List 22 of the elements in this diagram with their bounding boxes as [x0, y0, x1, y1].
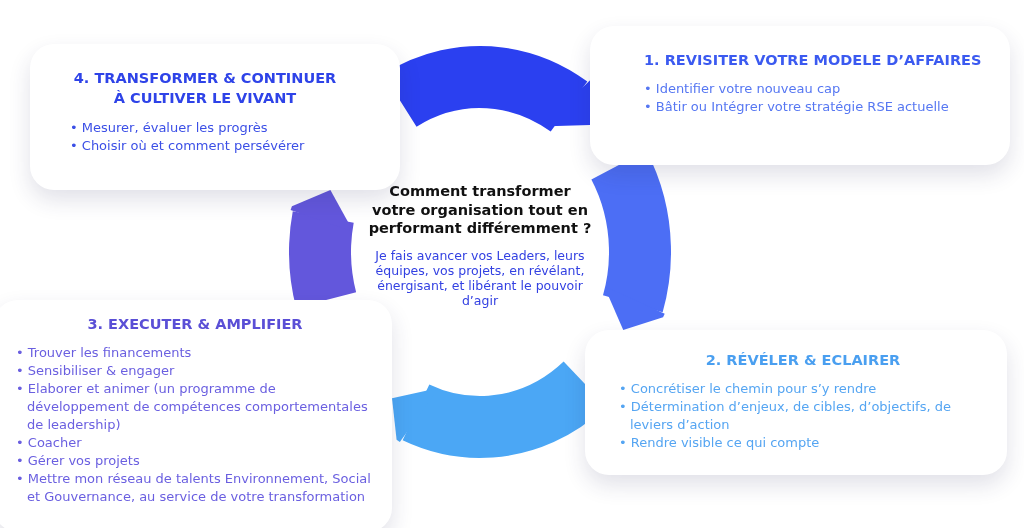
bullet-item: • Identifier votre nouveau cap — [644, 80, 842, 99]
bullet-item: • Concrétiser le chemin pour s’y rendre — [619, 380, 878, 399]
stage-card — [0, 300, 392, 528]
bullet-item: • Elaborer et animer (un programme de développement de compétences comportementales de leadership) — [16, 380, 369, 435]
bullet-item: • Mettre mon réseau de talents Environnement, Social et Gouvernance, au service de votre transformation — [16, 470, 372, 507]
stage-heading: 2. RÉVÉLER & ECLAIRER — [704, 351, 902, 370]
central-question: Comment transformer votre organisation tout en performant différemment ? — [367, 182, 593, 238]
bullet-item: • Coacher — [16, 434, 83, 453]
bullet-item: • Bâtir ou Intégrer votre stratégie RSE actuelle — [644, 98, 950, 117]
stage-heading: 3. EXECUTER & AMPLIFIER — [86, 315, 304, 334]
bullet-item: • Trouver les financements — [16, 344, 193, 363]
bullet-item: • Rendre visible ce qui compte — [619, 434, 821, 453]
stage-heading: 4. TRANSFORMER & CONTINUER À CULTIVER LE VIVANT — [72, 69, 338, 109]
stage-card — [590, 26, 1010, 165]
bullet-item: • Sensibiliser & engager — [16, 362, 176, 381]
central-statement: Je fais avancer vos Leaders, leurs équipes, vos projets, en révélant, énergisant, et libérant le pouvoir d’agir — [373, 247, 586, 309]
stage-card — [585, 330, 1007, 475]
stage-heading: 1. REVISITER VOTRE MODELE D’AFFAIRES — [644, 51, 983, 70]
bullet-item: • Gérer vos projets — [16, 452, 141, 471]
bullet-item: • Mesurer, évaluer les progrès — [70, 118, 269, 137]
bullet-item: • Choisir où et comment persévérer — [70, 136, 306, 155]
bullet-item: • Détermination d’enjeux, de cibles, d’objectifs, de leviers d’action — [619, 398, 952, 435]
